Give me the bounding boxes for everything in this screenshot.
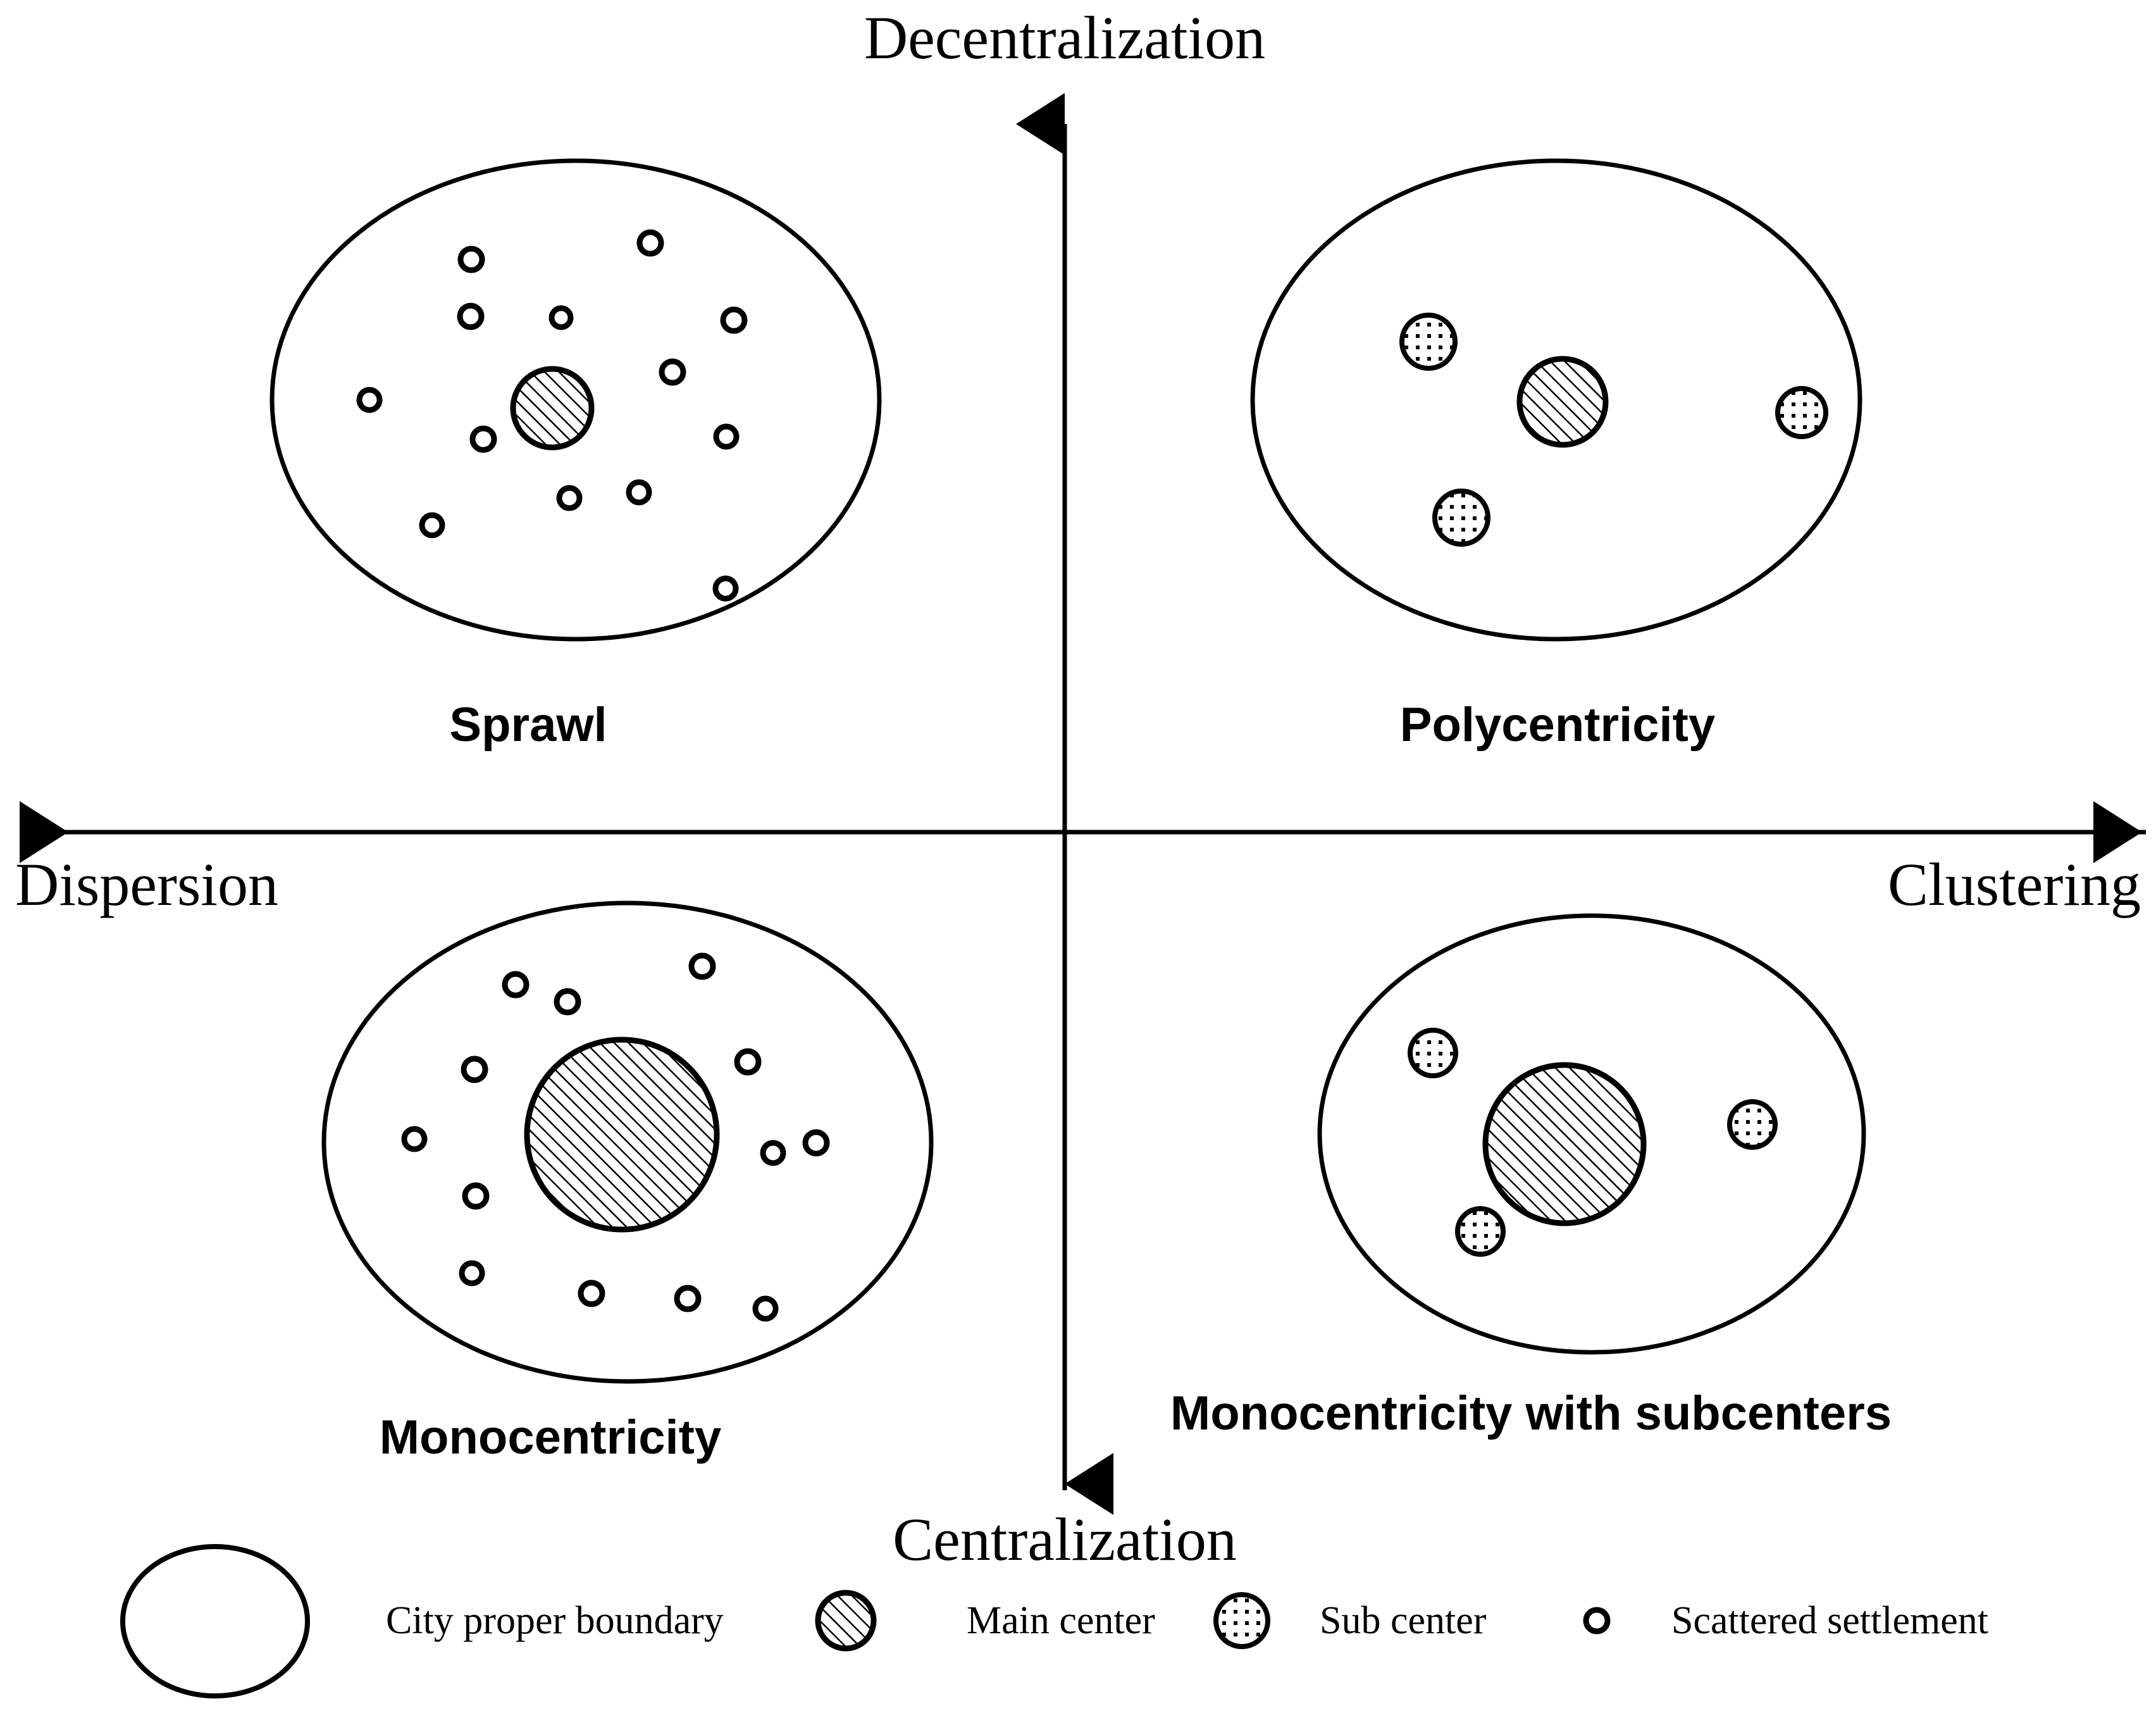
scattered-settlement-icon (734, 1048, 762, 1076)
scattered-settlement-icon (556, 485, 583, 511)
sub-center-icon (1408, 1028, 1458, 1078)
sub-center-icon (1455, 1206, 1506, 1257)
scattered-settlement-icon (674, 1285, 702, 1312)
quadrant-label-polycentricity: Polycentricity (1399, 698, 1716, 752)
scattered-settlement-icon (802, 1129, 830, 1157)
scattered-settlement-icon (688, 952, 716, 980)
scattered-settlement-icon (459, 1260, 485, 1286)
sub-center-icon (1727, 1099, 1778, 1150)
scattered-settlement-icon (578, 1280, 605, 1307)
scattered-settlement-icon (457, 302, 485, 330)
scattered-settlement-icon (419, 512, 445, 539)
legend-label-sub-center: Sub center (1320, 1599, 1487, 1642)
scattered-settlement-group (356, 229, 748, 602)
scattered-settlement-icon (626, 479, 652, 506)
quadrant-monocentricity (321, 900, 934, 1384)
scattered-settlement-group (401, 952, 830, 1322)
quadrant-label-monocentricity: Monocentricity (379, 1411, 722, 1464)
scattered-settlement-icon (1583, 1607, 1611, 1635)
quadrant-label-monocentricity-with-subcenters: Monocentricity with subcenters (1170, 1386, 1892, 1440)
quadrant-polycentricity (1250, 158, 1862, 642)
scattered-settlement-icon (659, 358, 686, 386)
main-center-icon (1516, 356, 1609, 448)
scattered-settlement-icon (760, 1140, 786, 1166)
sub-center-icon (1432, 489, 1490, 547)
axis-label-clustering: Clustering (1888, 850, 2141, 918)
scattered-settlement-icon (548, 305, 574, 330)
scattered-settlement-icon (502, 971, 530, 999)
quadrant-label-sprawl: Sprawl (449, 698, 607, 752)
axis-label-dispersion: Dispersion (15, 850, 278, 918)
quadrant-monocentricity-with-subcenters (1317, 913, 1866, 1355)
scattered-settlement-icon (554, 988, 581, 1016)
scattered-settlement-icon (636, 229, 664, 257)
scattered-settlement-icon (401, 1126, 428, 1152)
city-proper-boundary-icon (120, 1544, 310, 1698)
main-center-icon (815, 1590, 877, 1652)
legend-label-main-center: Main center (967, 1599, 1155, 1642)
main-center-icon (1482, 1062, 1647, 1226)
sub-center-icon (1775, 386, 1828, 439)
legend-symbols (120, 1544, 1611, 1698)
legend-label-scattered-settlement: Scattered settlement (1671, 1599, 1988, 1642)
main-center-icon (510, 366, 595, 451)
axis-label-centralization: Centralization (893, 1505, 1237, 1573)
legend-label-city-proper-boundary: City proper boundary (386, 1599, 724, 1642)
scattered-settlement-icon (457, 246, 485, 273)
scattered-settlement-icon (356, 387, 383, 413)
main-center-icon (524, 1037, 720, 1233)
scattered-settlement-icon (469, 425, 497, 453)
sub-center-icon (1213, 1592, 1270, 1649)
scattered-settlement-icon (720, 306, 748, 334)
quadrant-sprawl (270, 158, 882, 642)
axis-label-decentralization: Decentralization (864, 4, 1266, 72)
sub-center-icon (1399, 313, 1458, 371)
scattered-settlement-icon (713, 423, 740, 450)
scattered-settlement-icon (712, 575, 739, 602)
scattered-settlement-icon (462, 1182, 490, 1210)
scattered-settlement-icon (461, 1056, 488, 1083)
sub-center-group (1408, 1028, 1778, 1257)
scattered-settlement-icon (752, 1295, 779, 1322)
sub-center-group (1399, 313, 1828, 547)
